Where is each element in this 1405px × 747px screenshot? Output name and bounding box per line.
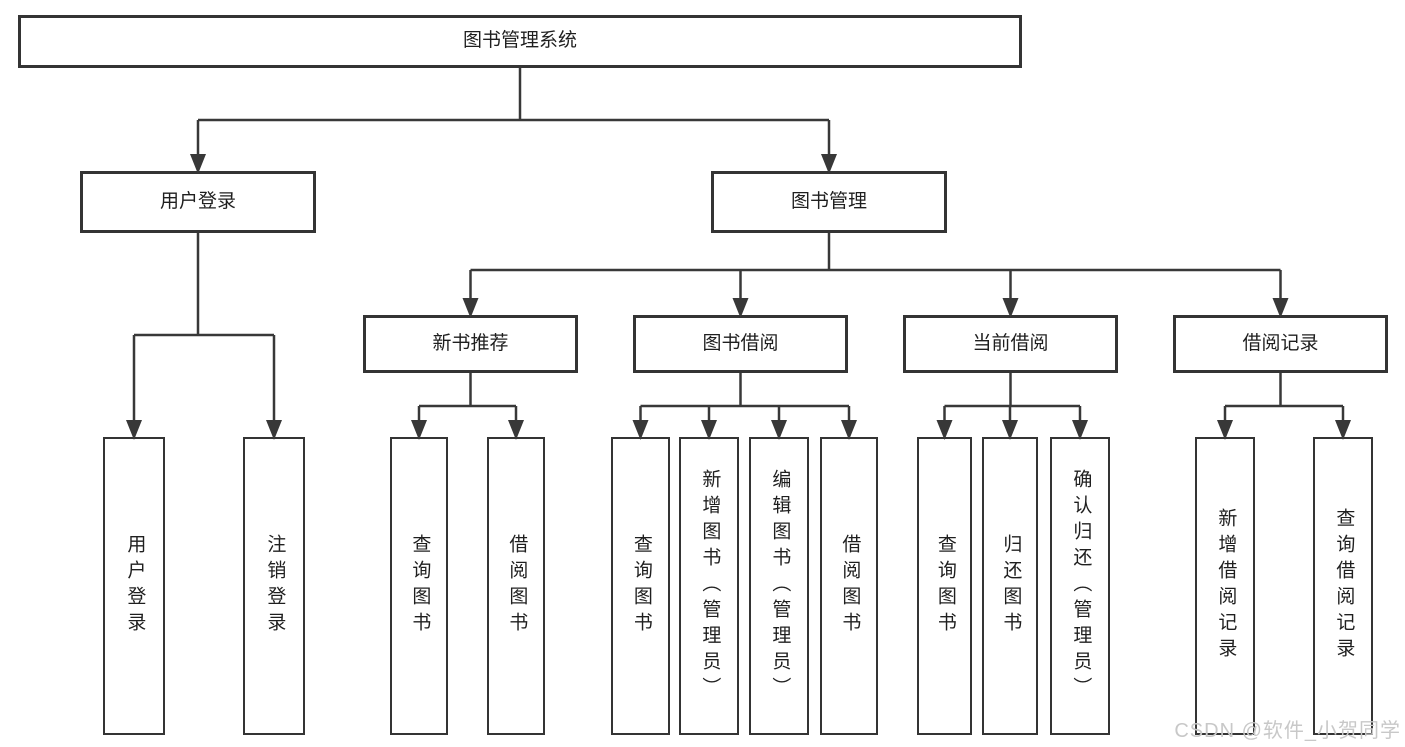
node-br-add: 新增借阅记录 [1195,437,1255,735]
node-nbr-borrow: 借阅图书 [487,437,545,735]
node-user-login: 用户登录 [80,171,316,233]
node-current-borrow: 当前借阅 [903,315,1118,373]
node-cb-confirm: 确认归还（管理员） [1050,437,1110,735]
node-cb-return: 归还图书 [982,437,1038,735]
node-root: 图书管理系统 [18,15,1022,68]
node-book-mgmt: 图书管理 [711,171,947,233]
node-book-borrow: 图书借阅 [633,315,848,373]
watermark: CSDN @软件_小贺同学 [1174,720,1401,742]
node-bb-borrow: 借阅图书 [820,437,878,735]
node-bb-add: 新增图书（管理员） [679,437,739,735]
node-br-query: 查询借阅记录 [1313,437,1373,735]
node-cb-query: 查询图书 [917,437,972,735]
node-nbr-query: 查询图书 [390,437,448,735]
node-new-book-rec: 新书推荐 [363,315,578,373]
node-borrow-record: 借阅记录 [1173,315,1388,373]
node-bb-edit: 编辑图书（管理员） [749,437,809,735]
node-logout: 注销登录 [243,437,305,735]
node-bb-query: 查询图书 [611,437,670,735]
node-login: 用户登录 [103,437,165,735]
